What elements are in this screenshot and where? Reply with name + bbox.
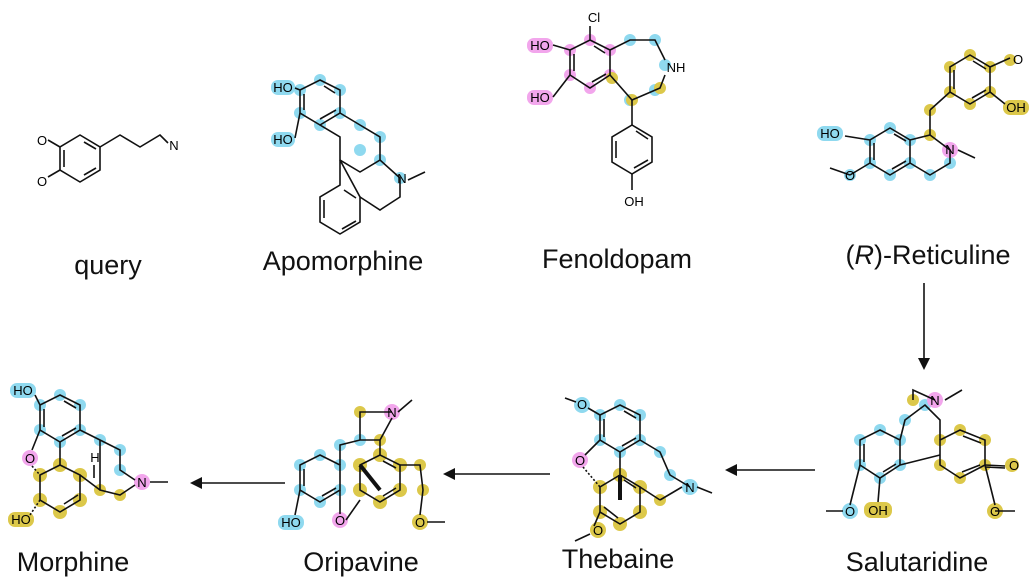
- fenoldopam-ho-1: HO: [530, 38, 550, 53]
- fenoldopam-ho-2: HO: [530, 90, 550, 105]
- fenoldopam-oh: OH: [624, 194, 644, 209]
- oripavine-o-bridge: O: [335, 513, 345, 528]
- caption-morphine: Morphine: [16, 547, 130, 577]
- caption-thebaine: Thebaine: [561, 544, 675, 574]
- reticuline-ho: HO: [820, 126, 840, 141]
- morphine-h: H: [90, 450, 99, 465]
- apomorphine-highlights: [271, 74, 406, 184]
- caption-oripavine: Oripavine: [303, 547, 419, 577]
- caption-reticuline-r: R: [854, 240, 874, 270]
- reticuline-oh: OH: [1006, 100, 1026, 115]
- salutaridine-molecule: [826, 388, 1015, 512]
- reticuline-n: N: [945, 142, 954, 157]
- apomorphine-ho-2: HO: [273, 132, 293, 147]
- reticuline-o: O: [1013, 52, 1023, 67]
- morphine-ho: HO: [13, 383, 33, 398]
- oripavine-ho: HO: [281, 515, 301, 530]
- caption-reticuline-prefix: (: [845, 240, 855, 270]
- salutaridine-oh: OH: [868, 503, 888, 518]
- caption-apomorphine: Apomorphine: [262, 246, 424, 276]
- salutaridine-n: N: [930, 393, 939, 408]
- thebaine-o-bridge: O: [575, 453, 585, 468]
- caption-salutaridine: Salutaridine: [845, 547, 989, 577]
- caption-reticuline: (R)-Reticuline: [845, 240, 1010, 271]
- apomorphine-n: N: [397, 171, 406, 186]
- caption-reticuline-suffix: )-Reticuline: [873, 240, 1011, 270]
- morphine-molecule: [29, 394, 168, 516]
- reticuline-highlights: [817, 49, 1029, 181]
- query-o-top: O: [37, 133, 47, 148]
- thebaine-o-methoxy-top: O: [577, 397, 587, 412]
- morphine-oh: HO: [11, 512, 31, 527]
- caption-query: query: [74, 250, 142, 280]
- fenoldopam-nh: NH: [667, 60, 686, 75]
- apomorphine-molecule: [294, 79, 426, 235]
- oripavine-o-methoxy: O: [415, 515, 425, 530]
- thebaine-n: N: [685, 480, 694, 495]
- oripavine-molecule: [294, 399, 445, 523]
- query-molecule: [47, 133, 169, 183]
- query-n: N: [169, 138, 178, 153]
- salutaridine-o-ketone: O: [1009, 458, 1019, 473]
- thebaine-o-methoxy-bottom: O: [593, 523, 603, 538]
- salutaridine-o-methoxy-2: O: [990, 504, 1000, 519]
- query-o-bottom: O: [37, 174, 47, 189]
- morphine-o-bridge: O: [25, 451, 35, 466]
- caption-fenoldopam: Fenoldopam: [541, 244, 693, 274]
- thebaine-molecule: [564, 397, 713, 542]
- salutaridine-o-methoxy-1: O: [845, 504, 855, 519]
- oripavine-n: N: [387, 405, 396, 420]
- morphine-n: N: [137, 475, 146, 490]
- reticuline-molecule: [829, 54, 1011, 176]
- reticuline-o-methoxy: O: [845, 168, 855, 183]
- apomorphine-ho-1: HO: [273, 80, 293, 95]
- fenoldopam-molecule: [552, 26, 666, 190]
- fenoldopam-cl: Cl: [588, 10, 600, 25]
